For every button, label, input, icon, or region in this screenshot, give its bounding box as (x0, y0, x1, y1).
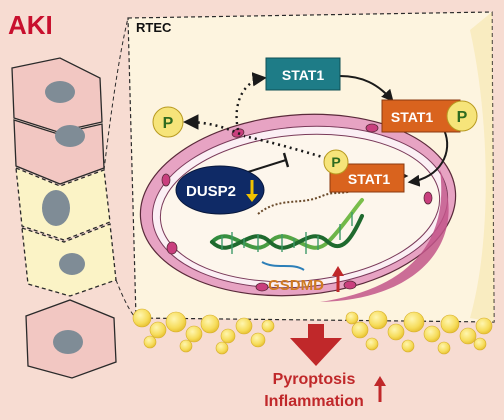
lipid-droplet (345, 311, 359, 325)
lipid-droplet (459, 327, 477, 345)
up-arrow-icon (332, 266, 344, 292)
gsdmd: GSDMD (268, 266, 344, 294)
outcome-pyroptosis: Pyroptosis (273, 371, 356, 388)
lipid-droplet (403, 311, 425, 333)
lipid-droplet (185, 325, 203, 343)
lipid-droplet (423, 325, 441, 343)
cell-nucleus (42, 190, 70, 226)
aki-label: AKI (8, 10, 53, 40)
gsdmd-label: GSDMD (268, 277, 324, 294)
dusp2: DUSP2 (175, 165, 265, 215)
lipid-droplet (200, 314, 220, 334)
lipid-droplet (437, 341, 451, 355)
stat1-nuclear: STAT1 P (323, 149, 405, 193)
lipid-droplet (220, 328, 236, 344)
lipid-droplet (351, 321, 369, 339)
cell-nucleus (59, 253, 85, 275)
free-phosphate: P (152, 106, 184, 138)
lipid-droplets (132, 308, 493, 355)
outcome-inflammation: Inflammation (264, 393, 364, 410)
dephospho-path (243, 134, 333, 162)
lipid-droplet (165, 311, 187, 333)
cell-nucleus (45, 81, 75, 103)
zoom-lines (103, 17, 137, 319)
cell-nucleus (53, 330, 83, 354)
lipid-droplet (261, 319, 275, 333)
export-arrow (235, 72, 267, 131)
lipid-droplet (387, 323, 405, 341)
lipid-droplet (149, 321, 167, 339)
free-phospho-label: P (163, 115, 174, 132)
lipid-droplet (475, 317, 493, 335)
inhibition-bar (282, 152, 290, 168)
dna-helix (210, 187, 364, 271)
dusp2-label: DUSP2 (186, 183, 236, 200)
cell-nucleus (55, 125, 85, 147)
lipid-droplet (440, 314, 460, 334)
stat1-phosphorylated: STAT1 P (381, 99, 478, 133)
lipid-droplet (473, 337, 487, 351)
stat1-cytoplasmic: STAT1 (265, 57, 341, 91)
inhibition-line (247, 159, 287, 173)
stat1-nuclear-label: STAT1 (348, 171, 390, 187)
stat1-phospho-label: STAT1 (391, 109, 433, 125)
nuclear-pores (161, 123, 433, 292)
translocation-arrow (407, 129, 449, 187)
phospho-group (323, 149, 349, 175)
lipid-droplet (215, 341, 229, 355)
lipid-droplet (250, 332, 266, 348)
stat1-cytoplasmic-label: STAT1 (282, 67, 324, 83)
phosphorylation-arrow (339, 75, 394, 102)
rtec-shading (470, 12, 494, 322)
lipid-droplet (132, 308, 152, 328)
lipid-droplet (235, 317, 253, 335)
lipid-droplet (401, 339, 415, 353)
lipid-droplet (143, 335, 157, 349)
nuclear-phospho-label: P (331, 154, 340, 170)
tissue-cells (11, 57, 117, 379)
down-arrow-icon (246, 180, 258, 202)
lipid-droplet (368, 310, 388, 330)
phospho-label: P (457, 109, 468, 126)
lipid-droplet (365, 337, 379, 351)
lipid-droplet (179, 339, 193, 353)
rtec-label: RTEC (136, 20, 172, 35)
phospho-group (446, 100, 478, 132)
outcome-up-arrow-icon (374, 376, 386, 402)
outcome-arrow-icon (290, 324, 342, 366)
